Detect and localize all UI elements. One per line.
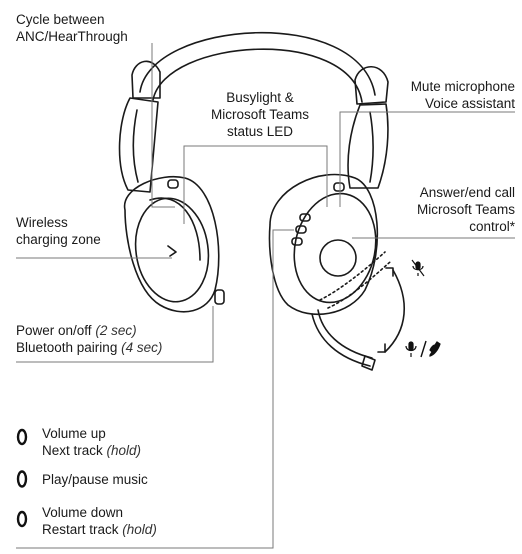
callout-buttons	[16, 229, 294, 549]
left-earcup	[123, 176, 220, 313]
volume-up-button-icon	[16, 428, 28, 446]
callout-busylight	[183, 145, 328, 224]
right-yoke	[347, 103, 389, 189]
callout-mute	[339, 111, 515, 207]
right-earcup	[268, 173, 379, 316]
label-power-bluetooth: Power on/off (2 sec) Bluetooth pairing (…	[16, 323, 163, 355]
rotate-arrow	[384, 269, 405, 353]
left-yoke	[118, 97, 159, 193]
mic-boom	[317, 309, 373, 359]
volume-down-button-icon	[16, 510, 28, 528]
label-play-pause: Play/pause music	[42, 472, 148, 487]
phone-icon	[429, 341, 441, 357]
headband-inner	[152, 48, 363, 103]
headband	[139, 31, 376, 96]
play-pause-button-icon	[16, 470, 28, 488]
label-volume-down: Volume down Restart track (hold)	[42, 505, 157, 537]
callout-power	[16, 306, 214, 363]
mic-muted-icon	[411, 259, 425, 277]
label-volume-up: Volume up Next track (hold)	[42, 426, 142, 458]
callout-cycle	[151, 43, 175, 208]
mic-icon	[405, 341, 417, 357]
